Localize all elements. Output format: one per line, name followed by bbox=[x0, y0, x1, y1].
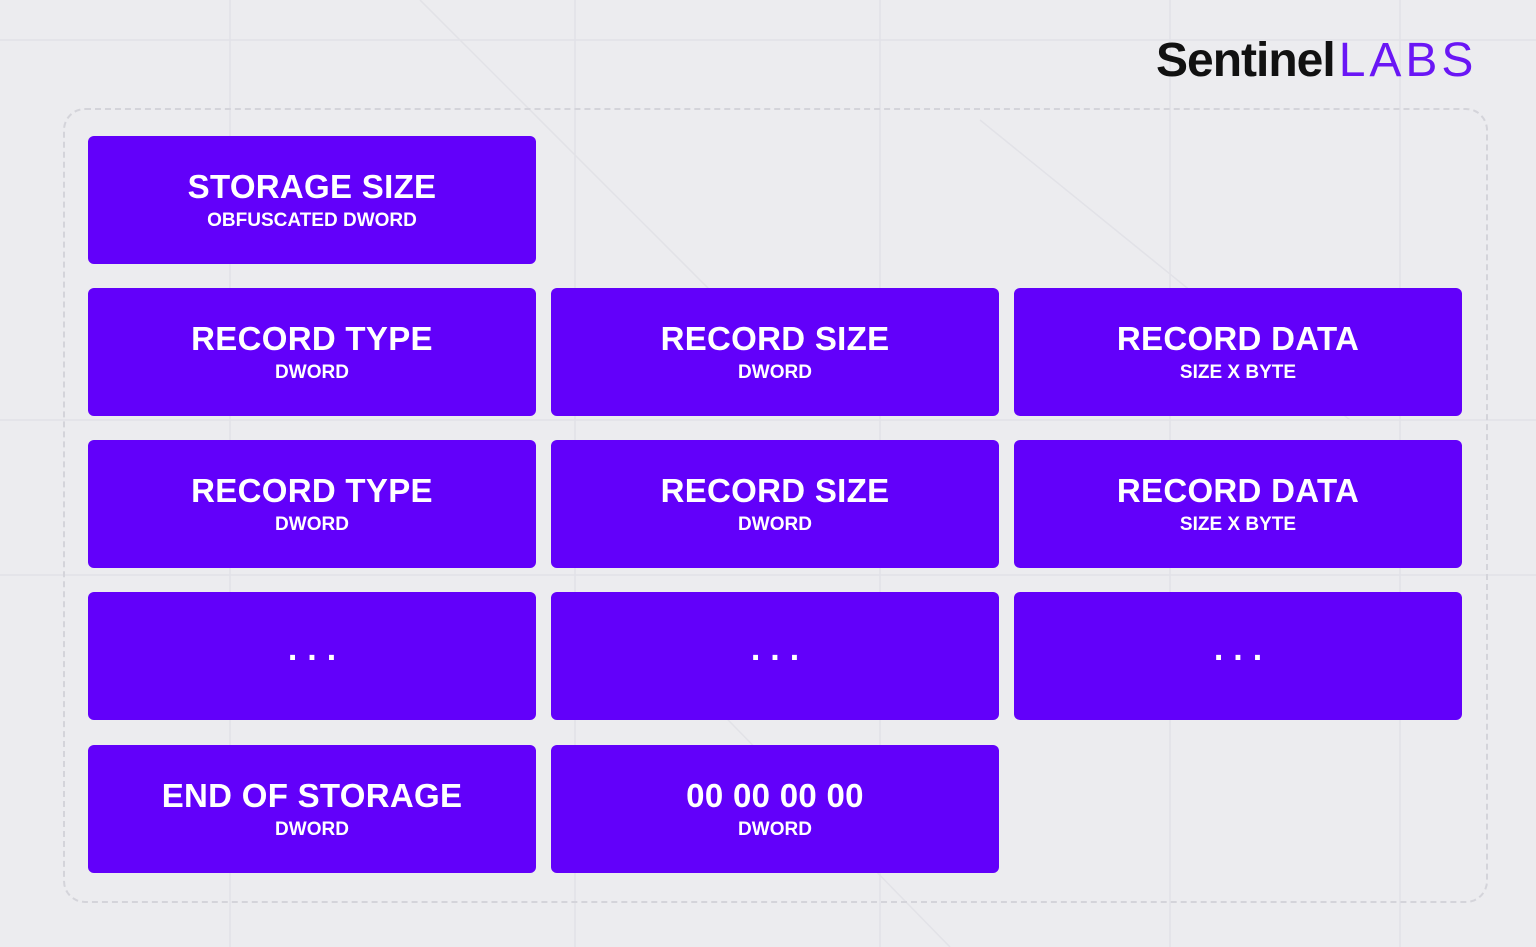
box-title: RECORD SIZE bbox=[660, 472, 890, 509]
box-title: RECORD DATA bbox=[1116, 320, 1360, 357]
logo-wordmark-sentinel: Sentinel bbox=[1156, 33, 1336, 87]
record-type-box: RECORD TYPE DWORD bbox=[88, 440, 536, 568]
box-subtitle: SIZE X BYTE bbox=[1179, 514, 1297, 535]
record-data-box: RECORD DATA SIZE X BYTE bbox=[1014, 288, 1462, 416]
record-size-box: RECORD SIZE DWORD bbox=[551, 440, 999, 568]
storage-size-box: STORAGE SIZE OBFUSCATED DWORD bbox=[88, 136, 536, 264]
box-subtitle: DWORD bbox=[738, 514, 812, 535]
box-subtitle: DWORD bbox=[738, 819, 812, 840]
ellipsis-text: ... bbox=[1213, 630, 1273, 668]
box-title: RECORD DATA bbox=[1116, 472, 1360, 509]
ellipsis-text: ... bbox=[750, 630, 810, 668]
ellipsis-box: ... bbox=[551, 592, 999, 720]
record-size-box: RECORD SIZE DWORD bbox=[551, 288, 999, 416]
box-title: 00 00 00 00 bbox=[686, 777, 864, 814]
ellipsis-box: ... bbox=[88, 592, 536, 720]
record-type-box: RECORD TYPE DWORD bbox=[88, 288, 536, 416]
sentinel-labs-logo: Sentinel LABS bbox=[1156, 30, 1477, 90]
dashed-container-frame bbox=[63, 108, 1488, 903]
terminator-value-box: 00 00 00 00 DWORD bbox=[551, 745, 999, 873]
end-of-storage-box: END OF STORAGE DWORD bbox=[88, 745, 536, 873]
ellipsis-text: ... bbox=[287, 630, 347, 668]
box-title: RECORD TYPE bbox=[191, 320, 433, 357]
box-title: STORAGE SIZE bbox=[187, 168, 437, 205]
box-subtitle: DWORD bbox=[738, 362, 812, 383]
ellipsis-box: ... bbox=[1014, 592, 1462, 720]
logo-wordmark-labs: LABS bbox=[1338, 33, 1478, 87]
box-subtitle: OBFUSCATED DWORD bbox=[207, 210, 417, 231]
box-title: END OF STORAGE bbox=[161, 777, 463, 814]
record-data-box: RECORD DATA SIZE X BYTE bbox=[1014, 440, 1462, 568]
box-subtitle: SIZE X BYTE bbox=[1179, 362, 1297, 383]
box-subtitle: DWORD bbox=[275, 362, 349, 383]
box-subtitle: DWORD bbox=[275, 819, 349, 840]
box-title: RECORD SIZE bbox=[660, 320, 890, 357]
box-title: RECORD TYPE bbox=[191, 472, 433, 509]
box-subtitle: DWORD bbox=[275, 514, 349, 535]
